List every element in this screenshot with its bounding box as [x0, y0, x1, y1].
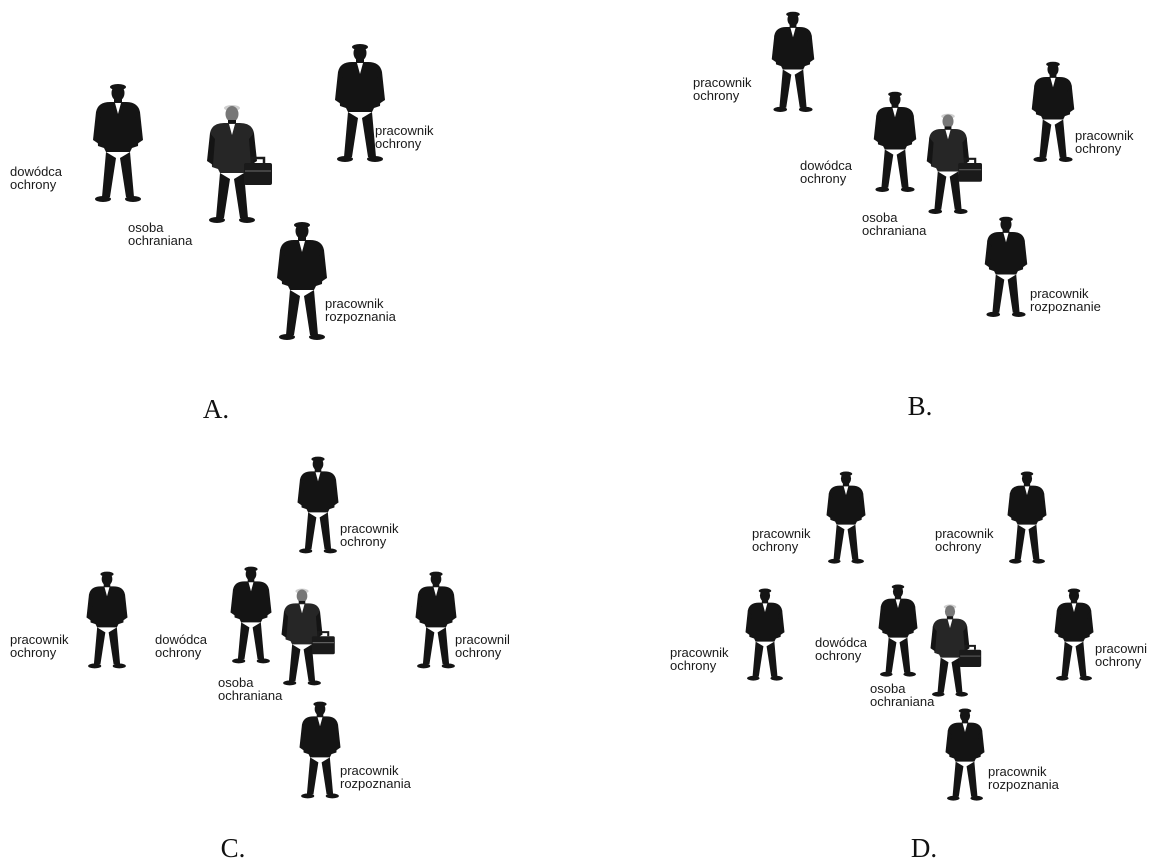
guard-figure [873, 91, 917, 192]
protected-person-figure [926, 113, 982, 214]
panel-label: B. [908, 391, 933, 421]
briefcase-icon [958, 157, 982, 182]
briefcase-icon [244, 156, 272, 185]
protected-person-figure [207, 105, 272, 223]
briefcase-icon [311, 631, 335, 655]
protected-person-figure [281, 588, 335, 686]
guard-figure [1007, 471, 1047, 564]
guard-figure [299, 701, 341, 799]
guard-figure [771, 11, 815, 112]
briefcase-icon [959, 644, 982, 667]
protected-person-figure [930, 604, 982, 697]
guard-figure [878, 584, 918, 677]
guard-figure [984, 216, 1028, 317]
guard-figure [297, 456, 339, 554]
guard-figure [277, 222, 327, 340]
guard-figure [745, 588, 785, 681]
guard-figure [1031, 61, 1075, 162]
guard-figure [230, 566, 272, 664]
panel-label: C. [221, 833, 246, 861]
guard-figure [826, 471, 866, 564]
guard-figure [945, 708, 985, 801]
panel-label: D. [911, 833, 937, 861]
guard-figure [415, 571, 457, 669]
guard-figure [1054, 588, 1094, 681]
guard-figure [335, 44, 385, 162]
panel-label: A. [203, 394, 229, 424]
guard-figure [93, 84, 143, 202]
guard-figure [86, 571, 128, 669]
